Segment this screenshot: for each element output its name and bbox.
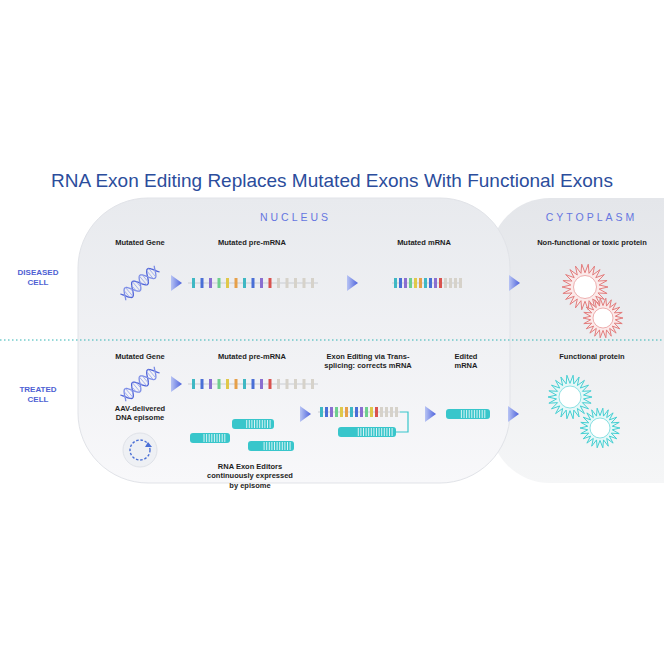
aav-episome: [123, 433, 157, 467]
stage-label: Mutated pre-mRNA: [218, 352, 286, 361]
stage-label: Mutated Gene: [115, 352, 165, 361]
row-label: TREATED CELL: [12, 385, 64, 405]
protein: [583, 298, 623, 338]
flow-arrow: [171, 275, 182, 291]
exon-editor: [248, 441, 294, 451]
dna-helix: [119, 365, 160, 402]
exon-editor: [338, 427, 396, 437]
protein: [548, 375, 592, 419]
stage-label: Mutated pre-mRNA: [218, 238, 286, 247]
pre-mrna: [188, 278, 318, 288]
title: RNA Exon Editing Replaces Mutated Exons …: [51, 170, 613, 192]
pre-mrna: [318, 407, 400, 417]
flow-arrow: [425, 406, 436, 422]
splice-bracket: [396, 412, 408, 432]
row-divider: [0, 340, 664, 341]
pre-mrna: [188, 379, 318, 389]
stage-label: Non-functional or toxic protein: [537, 238, 647, 247]
stage-label: Mutated Gene: [115, 238, 165, 247]
protein: [580, 408, 620, 448]
flow-arrow: [509, 275, 520, 291]
stage-label: Edited mRNA: [449, 352, 483, 371]
flow-arrow: [508, 406, 519, 422]
mrna: [392, 278, 462, 288]
note-label: AAV-delivered DNA episome: [107, 404, 173, 423]
stage-label: Functional protein: [559, 352, 624, 361]
region-label: NUCLEUS: [260, 211, 331, 223]
note-label: RNA Exon Editors continuously expressed …: [206, 462, 294, 490]
row-label: DISEASED CELL: [12, 268, 64, 288]
exon-editor: [232, 419, 274, 429]
flow-arrow: [347, 275, 358, 291]
flow-arrow: [300, 406, 311, 422]
exon-editor: [446, 409, 490, 419]
stage-label: Exon Editing via Trans-splicing: correct…: [312, 352, 424, 371]
flow-arrow: [171, 376, 182, 392]
dna-helix: [119, 264, 160, 301]
exon-editor: [190, 433, 230, 443]
region-label: CYTOPLASM: [546, 211, 638, 223]
stage-label: Mutated mRNA: [397, 238, 451, 247]
